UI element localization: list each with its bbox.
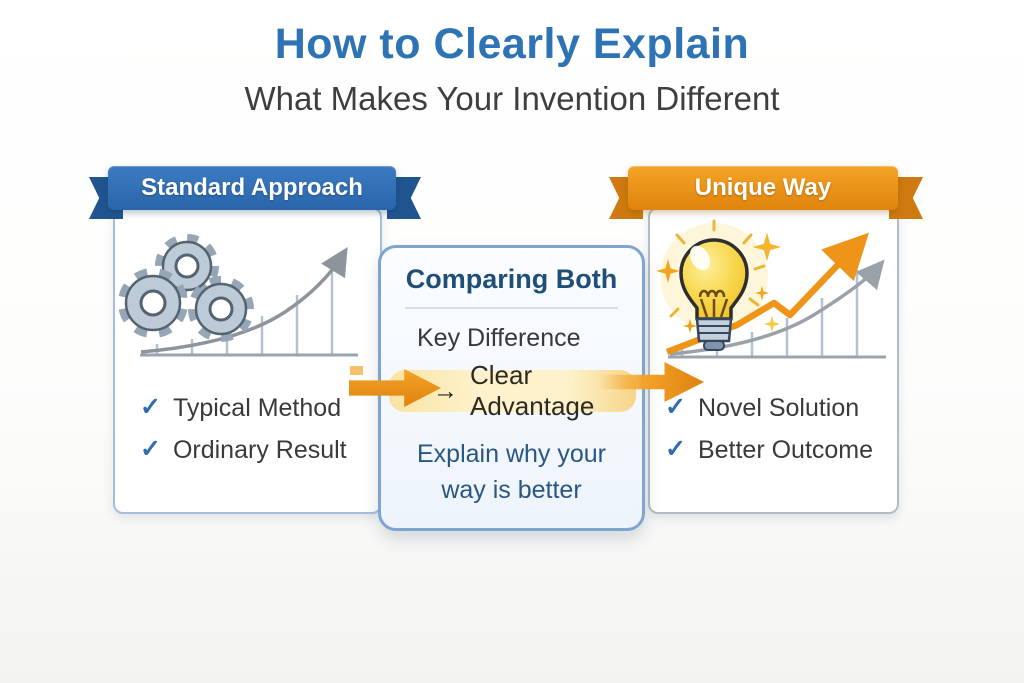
divider	[405, 307, 618, 309]
list-item-label: Better Outcome	[697, 435, 874, 464]
note-line-1: Explain why your	[417, 440, 606, 468]
check-icon: ✓	[665, 435, 686, 463]
lightbulb-icon	[679, 238, 749, 351]
lightbulb-growth-chart-icon	[656, 219, 886, 359]
standard-feature-list: ✓ Typical Method ✓ Ordinary Result	[140, 393, 347, 465]
standard-approach-panel: ✓ Typical Method ✓ Ordinary Result	[113, 207, 382, 514]
banner-label: Standard Approach	[108, 166, 396, 210]
unique-feature-list: ✓ Novel Solution ✓ Better Outcome	[665, 393, 873, 465]
check-icon: ✓	[140, 435, 161, 463]
comparison-title: Comparing Both	[405, 264, 618, 294]
note-line-2: way is better	[441, 476, 582, 504]
standard-approach-banner: Standard Approach	[89, 166, 421, 219]
key-difference-text: Key Difference	[417, 324, 581, 352]
list-item-label: Ordinary Result	[172, 435, 347, 464]
page-subtitle: What Makes Your Invention Different	[244, 80, 780, 117]
check-icon: ✓	[140, 393, 161, 421]
list-item-novel-solution: ✓ Novel Solution	[665, 393, 873, 423]
arrow-fold-decoration	[350, 366, 363, 375]
gears-icon	[118, 234, 254, 342]
list-item-better-outcome: ✓ Better Outcome	[665, 435, 873, 465]
list-item-typical-method: ✓ Typical Method	[140, 393, 347, 423]
explanation-note: Explain why your way is better	[381, 436, 642, 508]
unique-way-panel: ✓ Novel Solution ✓ Better Outcome	[648, 207, 899, 514]
page-title: How to Clearly Explain	[274, 20, 750, 68]
unique-way-banner: Unique Way	[609, 166, 923, 219]
growth-curve-icon	[140, 247, 358, 357]
gears-growth-chart-icon	[118, 234, 358, 357]
check-icon: ✓	[665, 393, 686, 421]
list-item-label: Typical Method	[172, 393, 342, 422]
right-arrow-glyph-icon: →	[433, 376, 458, 405]
sparkle-icons	[656, 219, 782, 334]
list-item-label: Novel Solution	[697, 393, 860, 422]
list-item-ordinary-result: ✓ Ordinary Result	[140, 435, 347, 465]
clear-advantage-label: Clear Advantage	[470, 360, 595, 421]
banner-label: Unique Way	[628, 166, 898, 210]
